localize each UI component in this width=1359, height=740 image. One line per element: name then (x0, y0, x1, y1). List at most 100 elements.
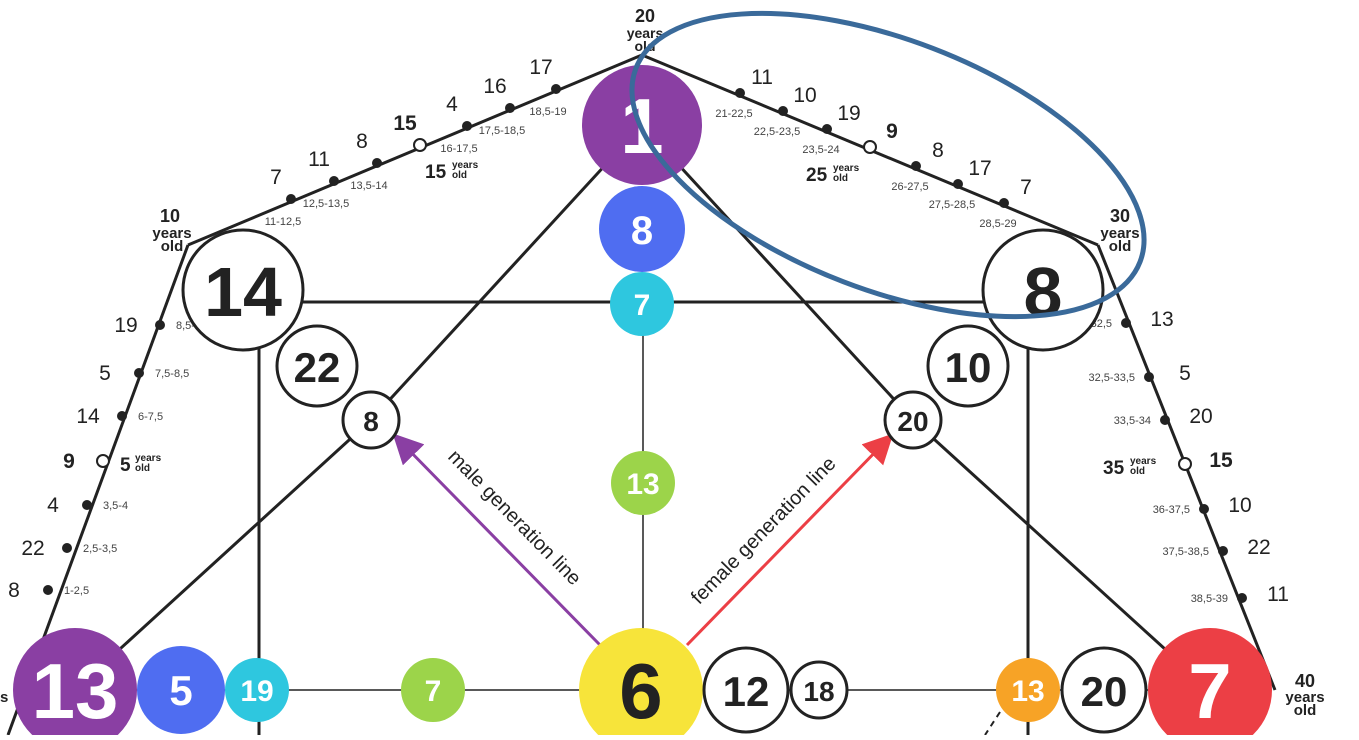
edge-number-right-6: 11 (1267, 583, 1289, 606)
edge-tick-top_left-4 (462, 121, 472, 131)
circle-right-20 (883, 390, 943, 450)
diag-left-to-bottom (73, 418, 373, 692)
edge-range-right-6: 38,5-39 (1191, 593, 1228, 605)
age-35-sup: years (1130, 456, 1157, 467)
edge-number-top_right-1: 10 (793, 84, 816, 107)
age-25-sup: years (833, 163, 860, 174)
circle-bottom-blue-value: 5 (169, 667, 192, 714)
edge-number-left-2: 14 (76, 405, 100, 428)
edge-number-left-6: 8 (8, 579, 20, 602)
edge-tick-right-3 (1178, 457, 1192, 471)
age-30-unit: years (1100, 225, 1139, 242)
edge-number-top_left-6: 17 (529, 56, 552, 79)
edge-number-left-4: 4 (47, 494, 59, 517)
circle-right-big (981, 228, 1105, 352)
energy-circles: 1 8 7 14 22 8 8 10 20 13 13 5 19 7 6 (13, 65, 1272, 740)
edge-range-left-4: 3,5-4 (103, 500, 128, 512)
edge-number-top_left-3: 15 (393, 112, 417, 135)
edge-number-top_right-3: 9 (886, 120, 898, 143)
edge-number-top_left-5: 16 (483, 75, 506, 98)
edge-number-right-2: 20 (1189, 405, 1212, 428)
edge-top-left (187, 53, 643, 247)
edge-tick-top_right-1 (778, 106, 788, 116)
circle-right-10 (926, 324, 1010, 408)
edge-number-top_left-1: 11 (308, 148, 330, 171)
diag-right-to-bottom (911, 418, 1212, 692)
edge-range-top_left-2: 13,5-14 (350, 180, 387, 192)
circle-bottom-orange (996, 658, 1060, 722)
edge-number-top_left-4: 4 (446, 93, 458, 116)
edge-number-right-0: 13 (1150, 308, 1173, 331)
edge-tick-right-5 (1218, 546, 1228, 556)
edge-tick-top_right-4 (911, 161, 921, 171)
edge-tick-right-0 (1121, 318, 1131, 328)
edge-number-top_left-0: 7 (270, 166, 282, 189)
female-line-label: female generation line (687, 453, 840, 609)
highlight-ellipse (629, 10, 1147, 320)
edge-tick-left-1 (134, 368, 144, 378)
age-10-num: 10 (160, 206, 180, 226)
age-20-num: 20 (635, 6, 655, 26)
edge-range-top_right-5: 27,5-28,5 (929, 199, 975, 211)
edge-tick-left-5 (62, 543, 72, 553)
age-35-num: 35 (1103, 458, 1125, 479)
edge-number-top_right-2: 19 (837, 102, 860, 125)
age-35-sub: old (1130, 466, 1145, 477)
female-generation-line: female generation line (685, 433, 894, 647)
circle-center-yellow-value: 6 (619, 647, 662, 735)
circle-bottom-red (1148, 628, 1272, 740)
edge-number-left-0: 19 (114, 314, 137, 337)
edge-tick-left-4 (82, 500, 92, 510)
age-30-old: old (1109, 238, 1132, 255)
circle-bottom-18-value: 18 (803, 676, 834, 707)
edge-tick-left-2 (117, 411, 127, 421)
edge-tick-right-1 (1144, 372, 1154, 382)
edge-range-top_right-0: 21-22,5 (715, 108, 752, 120)
age-25-num: 25 (806, 165, 828, 186)
age-15-num: 15 (425, 162, 447, 183)
edge-range-top_right-2: 23,5-24 (802, 144, 839, 156)
age-25-sub: old (833, 173, 848, 184)
circle-bottom-purple-value: 13 (32, 647, 119, 735)
edge-tick-right-4 (1199, 504, 1209, 514)
male-line-label: male generation line (443, 446, 585, 590)
edge-range-left-5: 2,5-3,5 (83, 543, 117, 555)
edge-range-top_right-4: 26-27,5 (891, 181, 928, 193)
age-40-old: old (1294, 702, 1317, 719)
edge-number-right-1: 5 (1179, 362, 1191, 385)
circle-bottom-purple (13, 628, 137, 740)
circle-bottom-12 (702, 646, 790, 734)
circle-right-10-value: 10 (945, 344, 992, 391)
circle-right-big-value: 8 (1024, 253, 1063, 331)
circle-bottom-cyan-value: 19 (240, 675, 273, 708)
age-20-unit: years (627, 25, 664, 41)
edge-number-top_right-0: 11 (751, 66, 773, 89)
circle-top-cyan-value: 7 (634, 289, 651, 322)
edge-number-top_right-6: 7 (1020, 176, 1032, 199)
diag-top-to-right (640, 123, 915, 422)
age-0-fragment: s (0, 689, 8, 706)
circle-center-green-value: 13 (626, 468, 659, 501)
circle-bottom-18 (789, 660, 849, 720)
age-5-sup: years (135, 453, 162, 464)
circle-top-cyan (610, 272, 674, 336)
edge-tick-top_left-0 (286, 194, 296, 204)
circle-bottom-20-value: 20 (1081, 668, 1128, 715)
edge-number-top_left-2: 8 (356, 130, 368, 153)
edge-tick-top_left-1 (329, 176, 339, 186)
circle-bottom-blue (137, 646, 225, 734)
inline-age-markers: 5 years old 15 years old 25 years old 35… (120, 160, 1157, 479)
circle-center-green (611, 451, 675, 515)
circle-left-big (181, 228, 305, 352)
edge-range-top_left-6: 18,5-19 (529, 106, 566, 118)
age-15-sub: old (452, 170, 467, 181)
male-generation-line: male generation line (392, 433, 602, 647)
age-40-num: 40 (1295, 671, 1315, 691)
edge-tick-right-6 (1237, 593, 1247, 603)
edge-number-left-3: 9 (63, 450, 75, 473)
circle-bottom-green-value: 7 (425, 675, 442, 708)
circle-right-20-value: 20 (897, 406, 928, 437)
edge-tick-top_right-2 (822, 124, 832, 134)
